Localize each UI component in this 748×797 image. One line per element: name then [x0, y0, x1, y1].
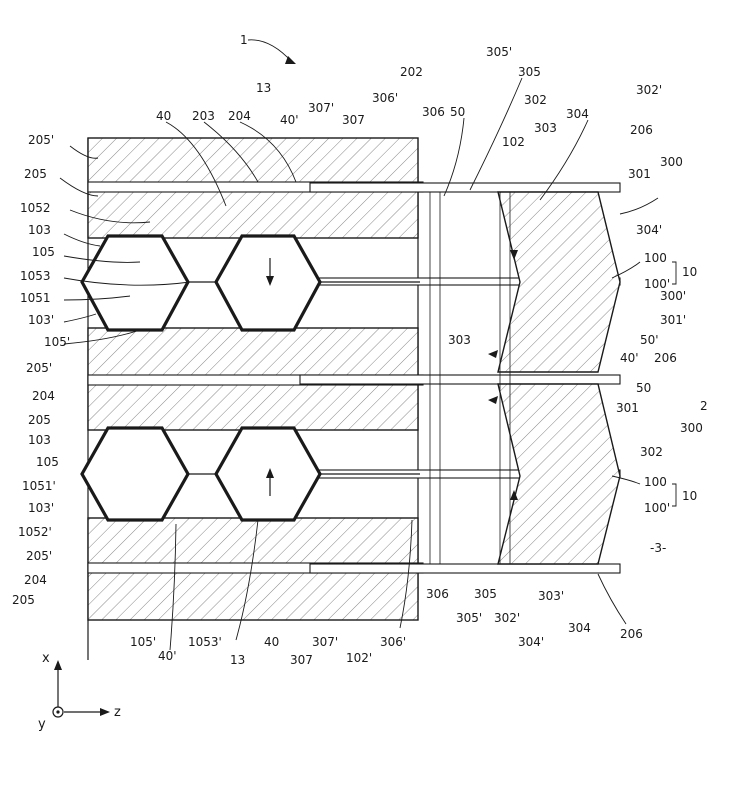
label-103-bot: 103	[28, 433, 51, 447]
label-40-bot: 40	[264, 635, 279, 649]
axis-y-label: y	[38, 717, 46, 732]
label-303p: 303'	[538, 589, 564, 603]
label-50: 50	[450, 105, 465, 119]
bottom-plate	[310, 564, 620, 573]
label-302p: 302'	[636, 83, 662, 97]
label-205p-mid: 205'	[26, 361, 52, 375]
label-103: 103	[28, 223, 51, 237]
label-10-bot: 10	[682, 489, 697, 503]
label-307: 307	[342, 113, 365, 127]
label-305p: 305'	[486, 45, 512, 59]
label-10-top: 10	[682, 265, 697, 279]
label-306p-bot: 306'	[380, 635, 406, 649]
label-40: 40	[156, 109, 171, 123]
label-13-bot: 13	[230, 653, 245, 667]
label-2: 2	[700, 399, 708, 413]
label-203: 203	[192, 109, 215, 123]
label-302p-bot: 302'	[494, 611, 520, 625]
label-204: 204	[228, 109, 251, 123]
label-1052p: 1052'	[18, 525, 52, 539]
label-301: 301	[628, 167, 651, 181]
leader-206-bot	[598, 574, 626, 624]
label-303: 303	[534, 121, 557, 135]
axis-x-label: x	[42, 651, 50, 666]
label-306p: 306'	[372, 91, 398, 105]
label-205-mid: 205	[28, 413, 51, 427]
label-300-mid: 300	[680, 421, 703, 435]
label-303-mid: 303	[448, 333, 471, 347]
leader-300-top	[620, 198, 658, 214]
label-103p-bot: 103'	[28, 501, 54, 515]
label-206-mid: 206	[654, 351, 677, 365]
label-102: 102	[502, 135, 525, 149]
label-205p-bot: 205'	[26, 549, 52, 563]
label-50p: 50'	[640, 333, 659, 347]
label-307p: 307'	[308, 101, 334, 115]
mid-plate	[300, 375, 620, 384]
label-105p-bot: 105'	[130, 635, 156, 649]
label-105-bot: 105	[36, 455, 59, 469]
label-204-mid: 204	[32, 389, 55, 403]
label-307p-bot: 307'	[312, 635, 338, 649]
hex-lower-left	[82, 428, 188, 520]
label-302-mid: 302	[640, 445, 663, 459]
label-202: 202	[400, 65, 423, 79]
label-300p: 300'	[660, 289, 686, 303]
figure-number: -3-	[650, 541, 666, 555]
leader-305-top	[470, 78, 522, 190]
label-304p-top: 304'	[636, 223, 662, 237]
label-105p: 105'	[44, 335, 70, 349]
label-305-bot: 305	[474, 587, 497, 601]
label-105: 105	[32, 245, 55, 259]
label-103p: 103'	[28, 313, 54, 327]
arrowhead-4	[488, 350, 498, 358]
top-plate	[310, 183, 620, 192]
label-305p-bot: 305'	[456, 611, 482, 625]
bracket-10-top	[672, 262, 676, 284]
label-1053: 1053	[20, 269, 51, 283]
label-205p: 205'	[28, 133, 54, 147]
label-301p: 301'	[660, 313, 686, 327]
label-100p-bot: 100'	[644, 501, 670, 515]
label-1053p: 1053'	[188, 635, 222, 649]
label-307-bot: 307	[290, 653, 313, 667]
label-301-mid: 301	[616, 401, 639, 415]
axis-z-arrow	[100, 708, 110, 716]
label-40p: 40'	[280, 113, 299, 127]
label-100-top: 100	[644, 251, 667, 265]
label-204-bot: 204	[24, 573, 47, 587]
label-40p-bot: 40'	[158, 649, 177, 663]
label-302: 302	[524, 93, 547, 107]
label-206: 206	[630, 123, 653, 137]
label-40p-mid: 40'	[620, 351, 639, 365]
label-205: 205	[24, 167, 47, 181]
label-1052: 1052	[20, 201, 51, 215]
label-205-bot: 205	[12, 593, 35, 607]
axis-x-arrow	[54, 660, 62, 670]
leader-1-arrow	[285, 56, 296, 64]
hex-upper-right	[216, 236, 320, 330]
arrowhead-5	[488, 396, 498, 404]
label-1051p: 1051'	[22, 479, 56, 493]
label-50-mid: 50	[636, 381, 651, 395]
label-1051: 1051	[20, 291, 51, 305]
axis-y-dot	[56, 710, 59, 713]
label-306-bot: 306	[426, 587, 449, 601]
label-304: 304	[566, 107, 589, 121]
label-300: 300	[660, 155, 683, 169]
leader-103p-top	[64, 314, 96, 322]
label-100-bot: 100	[644, 475, 667, 489]
label-206-bot: 206	[620, 627, 643, 641]
label-102p: 102'	[346, 651, 372, 665]
axis-z-label: z	[114, 705, 121, 720]
leader-1	[248, 40, 292, 62]
label-305: 305	[518, 65, 541, 79]
bracket-10-bot	[672, 484, 676, 506]
label-306: 306	[422, 105, 445, 119]
label-1: 1	[240, 33, 248, 47]
label-304-bot: 304	[568, 621, 591, 635]
label-13: 13	[256, 81, 271, 95]
label-304p-bot: 304'	[518, 635, 544, 649]
